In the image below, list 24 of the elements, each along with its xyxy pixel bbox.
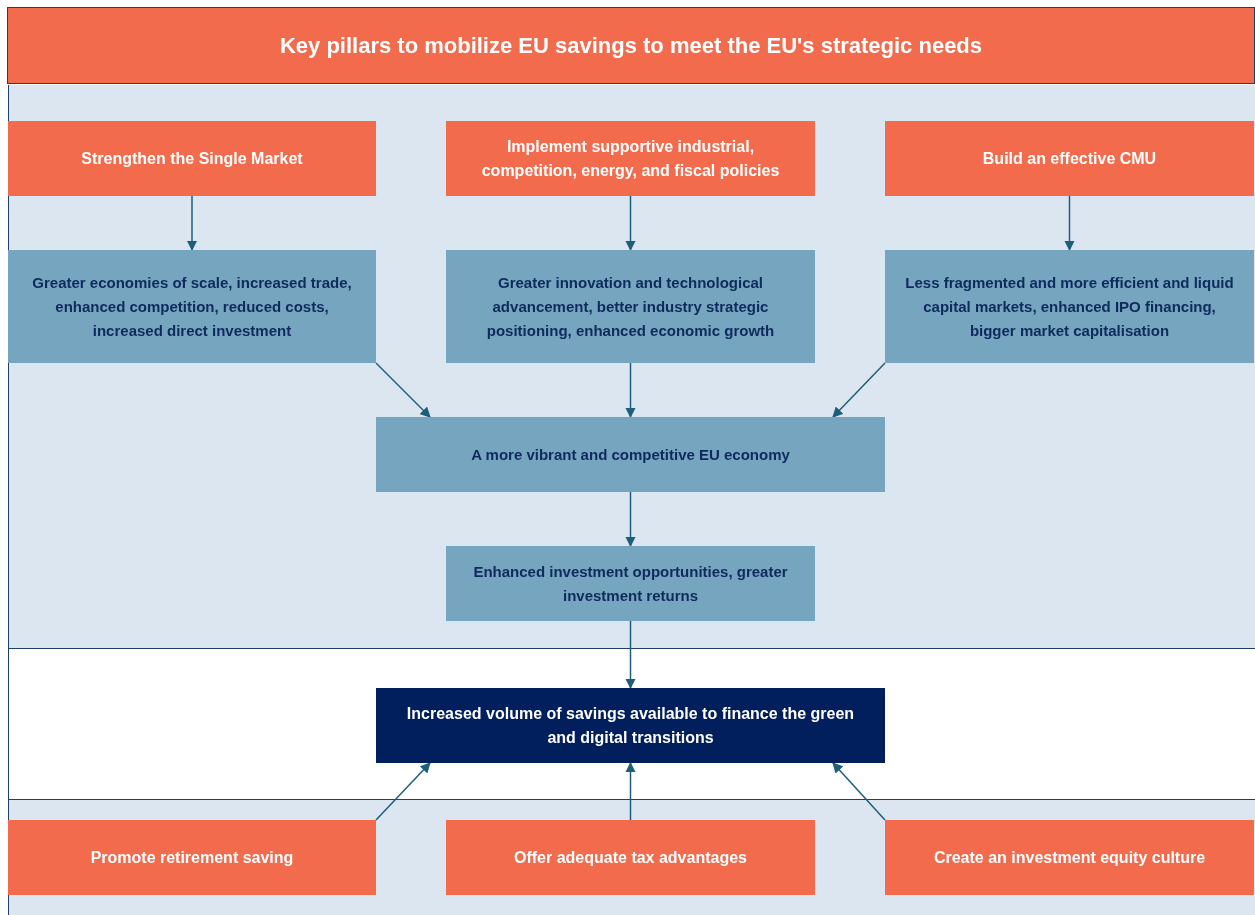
- outcome-box: Less fragmented and more efficient and liquid capital markets, enhanced IPO financing, bigger market capitalisation: [885, 250, 1254, 363]
- outcome-box: Greater innovation and technological advancement, better industry strategic positioning, enhanced economic growth: [446, 250, 815, 363]
- arrow: [832, 362, 886, 418]
- pillar-box: Offer adequate tax advantages: [446, 820, 815, 895]
- arrow: [625, 195, 636, 252]
- arrow: [375, 362, 431, 418]
- outcome-box: Enhanced investment opportunities, greater investment returns: [446, 546, 815, 621]
- arrow: [625, 491, 636, 548]
- pillar-box: Implement supportive industrial, competition, energy, and fiscal policies: [446, 121, 815, 196]
- title-banner: Key pillars to mobilize EU savings to meet the EU's strategic needs: [7, 7, 1255, 84]
- arrow: [625, 620, 636, 690]
- outcome-box: Greater economies of scale, increased trade, enhanced competition, reduced costs, increased direct investment: [8, 250, 376, 363]
- pillar-box: Promote retirement saving: [8, 820, 376, 895]
- arrow: [186, 195, 198, 252]
- arrow: [375, 762, 431, 821]
- pillar-box: Build an effective CMU: [885, 121, 1254, 196]
- pillar-box: Create an investment equity culture: [885, 820, 1254, 895]
- pillar-box: Strengthen the Single Market: [8, 121, 376, 196]
- arrow: [1064, 195, 1075, 252]
- arrow: [832, 762, 886, 821]
- outcome-box: A more vibrant and competitive EU economy: [376, 417, 885, 492]
- arrow: [625, 761, 636, 821]
- arrow: [625, 362, 636, 419]
- goal-box: Increased volume of savings available to finance the green and digital transitions: [376, 688, 885, 763]
